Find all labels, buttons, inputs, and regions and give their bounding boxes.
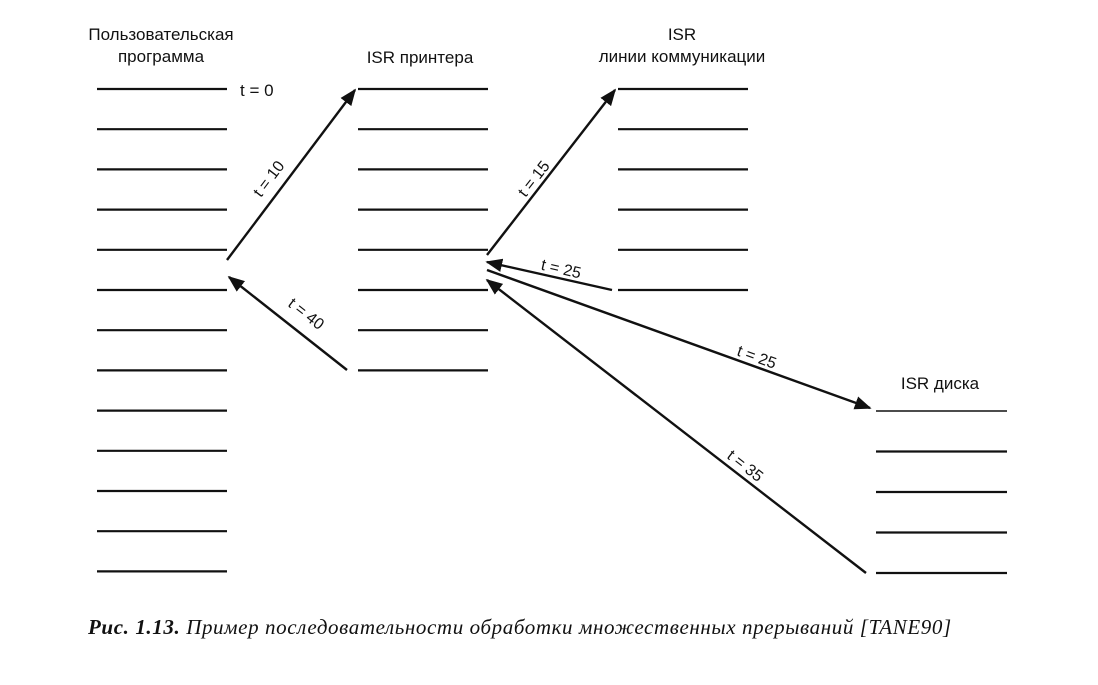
arrow-printer-to-comm <box>486 88 617 256</box>
column-lines-comm <box>618 87 748 292</box>
figure-caption: Рис. 1.13. Пример последовательности обр… <box>88 614 1028 640</box>
arrow-printer-to-disk <box>486 268 872 410</box>
arrow-label-printer-to-user: t = 40 <box>285 295 327 333</box>
column-title-printer: ISR принтера <box>367 48 474 67</box>
column-lines-disk <box>876 410 1007 575</box>
column-title-comm-line1: ISR <box>668 25 696 44</box>
arrow-printer-to-user <box>227 275 348 371</box>
interrupt-sequence-diagram: Пользовательская программа ISR принтера … <box>88 25 1007 575</box>
column-title-user-line1: Пользовательская <box>88 25 233 44</box>
start-time-label: t = 0 <box>240 81 274 100</box>
arrow-comm-to-printer <box>485 258 613 292</box>
column-title-disk: ISR диска <box>901 374 980 393</box>
arrow-disk-to-printer <box>485 278 867 574</box>
arrow-label-user-to-printer: t = 10 <box>250 158 288 201</box>
column-title-user-line2: программа <box>118 47 205 66</box>
column-title-comm-line2: линии коммуникации <box>599 47 766 66</box>
arrow-user-to-printer <box>226 88 357 261</box>
column-lines-user <box>97 87 227 573</box>
figure-number: Рис. 1.13. <box>88 615 181 639</box>
figure-caption-text: Пример последовательности обработки множ… <box>186 615 952 639</box>
column-lines-printer <box>358 87 488 372</box>
